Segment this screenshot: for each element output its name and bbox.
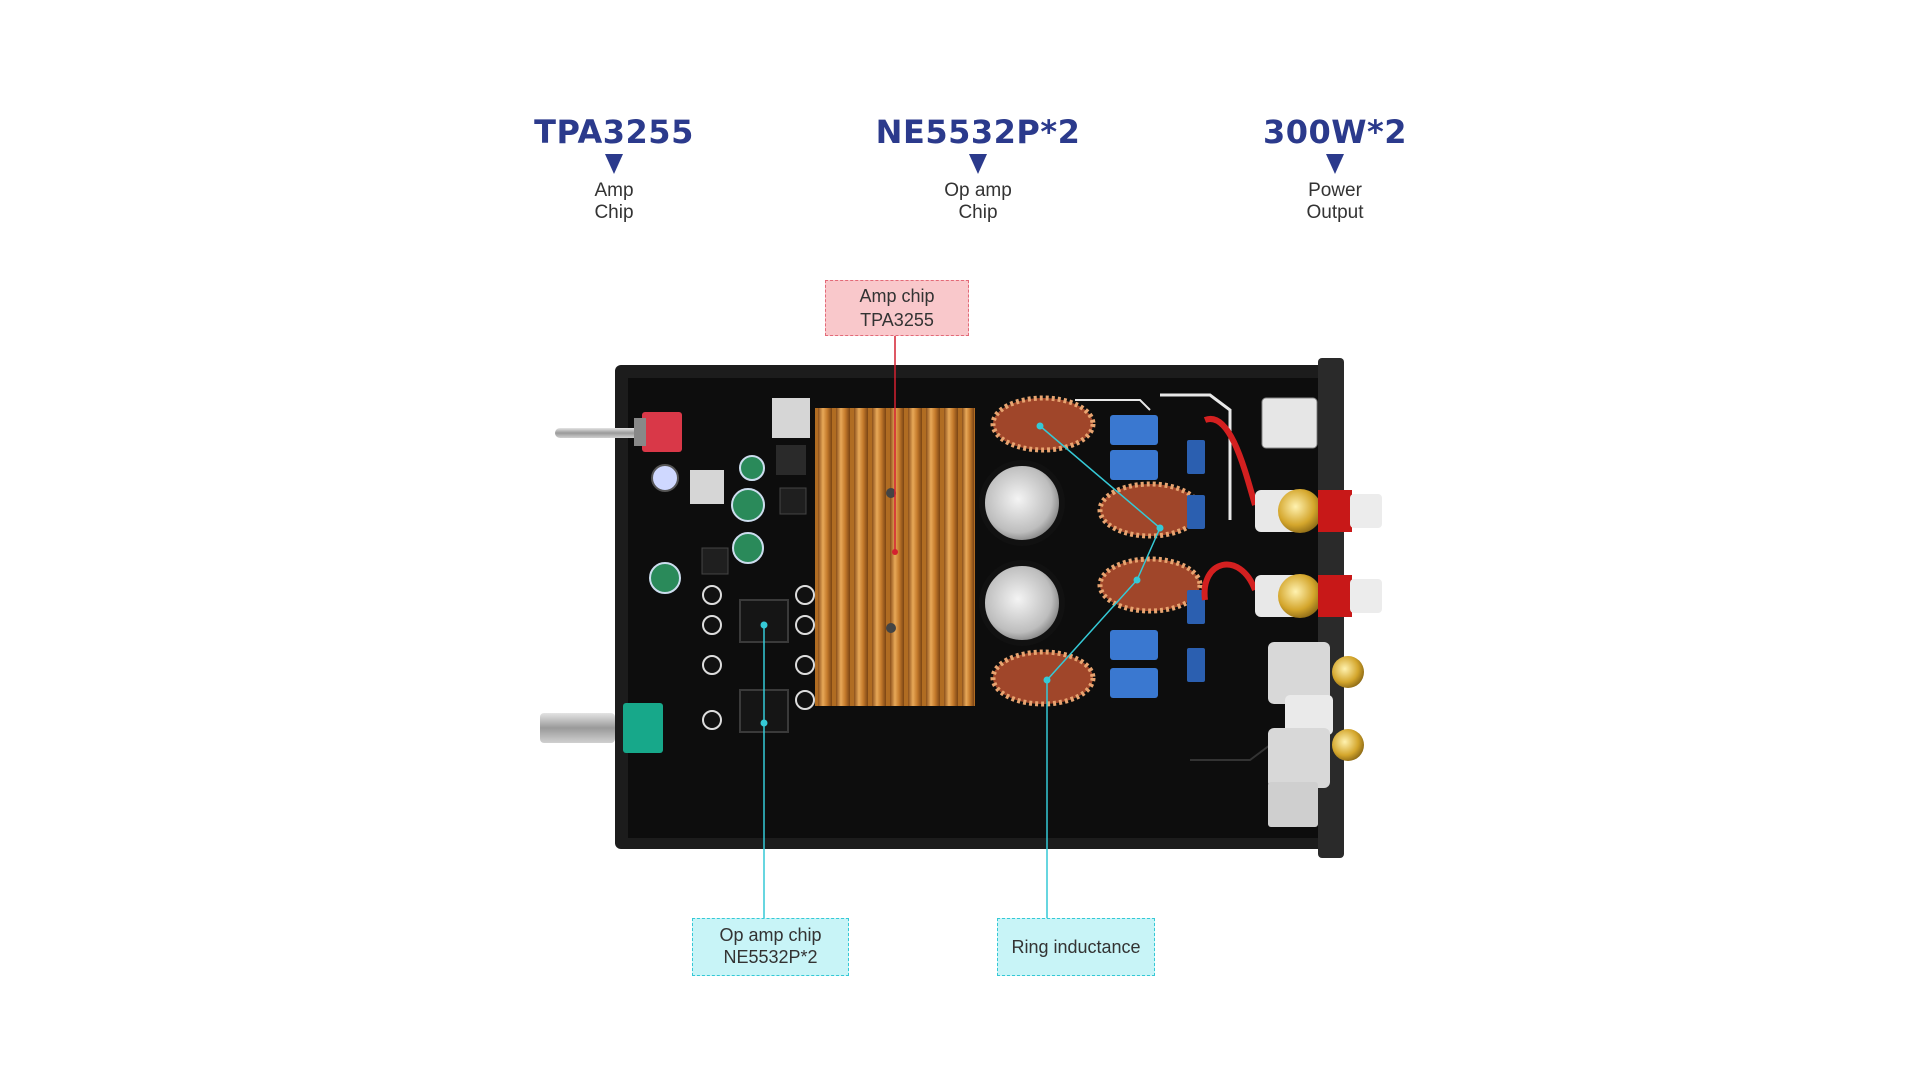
speaker-wire (1201, 561, 1258, 601)
callout-amp-chip: Amp chip TPA3255 (825, 280, 969, 336)
spec-title: NE5532P*2 (875, 113, 1081, 151)
spec-op-amp-chip: NE5532P*2 Op amp Chip (868, 112, 1088, 224)
leader-dot-ring (1156, 524, 1164, 532)
spec-title: TPA3255 (534, 113, 694, 151)
rca-inputs (1268, 642, 1364, 827)
spec-desc-line: Op amp (944, 180, 1012, 201)
capacitor (702, 655, 722, 675)
leader-dot-amp-chip (892, 549, 898, 555)
inductor-small (701, 547, 729, 575)
callout-line: Amp chip (859, 286, 935, 306)
toggle-switch (642, 412, 682, 452)
dc-power-jack (1261, 397, 1318, 449)
capacitor (702, 710, 722, 730)
callout-op-amp-chip: Op amp chip NE5532P*2 (692, 918, 849, 976)
toggle-base (634, 418, 646, 446)
pcb-trace (1075, 399, 1151, 411)
callout-line: TPA3255 (860, 310, 934, 330)
leader-dot-ring (1043, 676, 1051, 684)
callout-line: Op amp chip (719, 925, 822, 945)
volume-potentiometer (623, 703, 663, 753)
capacitor (702, 615, 722, 635)
spec-desc-line: Amp (594, 180, 634, 201)
spec-desc-line: Chip (594, 202, 634, 223)
leader-dot-ring (1036, 422, 1044, 430)
capacitor (795, 615, 815, 635)
spec-desc: Power Output (1225, 180, 1445, 224)
spec-title: 300W*2 (1262, 113, 1408, 151)
spec-desc-line: Power (1308, 180, 1362, 201)
capacitor (795, 690, 815, 710)
inductor-small (779, 487, 807, 515)
capacitor (731, 488, 765, 522)
main-capacitor-1 (979, 460, 1065, 546)
capacitor (739, 455, 765, 481)
volume-knob-shaft (540, 713, 615, 743)
leader-line-ring (1039, 425, 1161, 681)
spec-desc-line: Output (1306, 202, 1364, 223)
capacitor (649, 562, 681, 594)
ring-inductors (990, 395, 1203, 707)
down-arrow-icon (605, 154, 623, 174)
capacitor (651, 464, 679, 492)
heatsink-screw (886, 623, 896, 633)
heatsink-screw (886, 488, 896, 498)
capacitor (795, 655, 815, 675)
heatsink-fins (818, 408, 974, 706)
callout-line: NE5532P*2 (723, 947, 818, 967)
down-arrow-icon (969, 154, 987, 174)
regulator (690, 470, 724, 504)
spec-amp-chip: TPA3255 Amp Chip (504, 112, 724, 224)
main-capacitor-2 (979, 560, 1065, 646)
spec-desc: Amp Chip (504, 180, 724, 224)
capacitor (702, 585, 722, 605)
leader-dot-op-amp (760, 719, 768, 727)
callout-ring-inductance: Ring inductance (997, 918, 1155, 976)
film-capacitors (1110, 415, 1205, 698)
speaker-wire (1203, 415, 1258, 506)
callout-line: Ring inductance (1011, 937, 1141, 957)
pcb-trace (1160, 393, 1232, 520)
leader-dot-op-amp (760, 621, 768, 629)
spec-desc-line: Chip (958, 202, 998, 223)
capacitor (795, 585, 815, 605)
pcb-trace (1190, 744, 1271, 761)
regulator-chip (776, 445, 806, 475)
leader-dot-ring (1133, 576, 1141, 584)
spec-power-output: 300W*2 Power Output (1225, 112, 1445, 224)
speaker-binding-posts (1255, 489, 1382, 618)
capacitor (732, 532, 764, 564)
spec-desc: Op amp Chip (868, 180, 1088, 224)
regulator (772, 398, 810, 438)
down-arrow-icon (1326, 154, 1344, 174)
